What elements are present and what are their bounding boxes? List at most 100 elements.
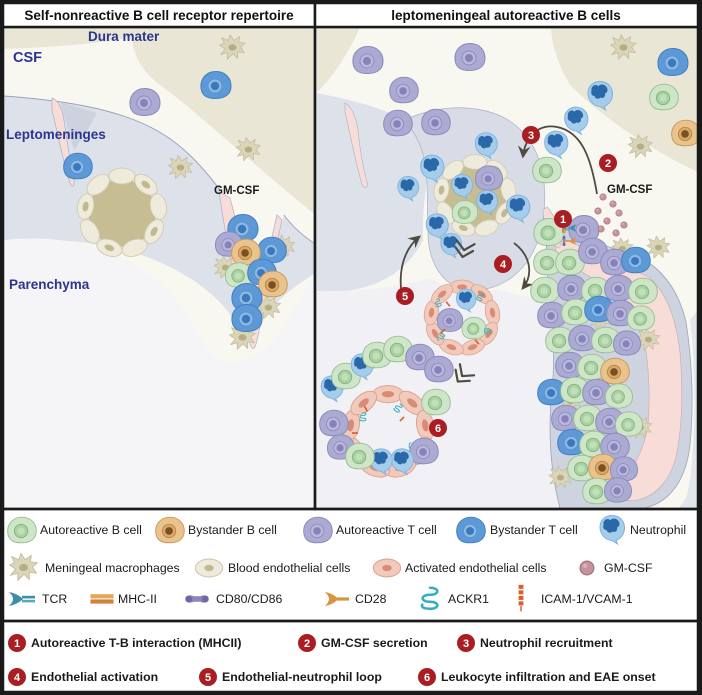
svg-text:4: 4: [14, 672, 21, 684]
autoreactive-b-cell: [614, 411, 643, 437]
right-dura-corner: [317, 27, 360, 92]
left-panel-title: Self-nonreactive B cell receptor reperto…: [24, 8, 294, 23]
step-badge-4: 4: [494, 255, 512, 273]
svg-text:2: 2: [304, 638, 310, 650]
step-key-5: 5: [199, 668, 217, 686]
autoreactive-b-cell: [604, 383, 633, 409]
bystander-t-cell: [657, 48, 689, 76]
legend-label: Activated endothelial cells: [405, 561, 547, 575]
autoreactive-t-cell: [129, 88, 161, 116]
autoreactive-t-cell: [352, 46, 384, 74]
bystander-t-cell: [621, 246, 651, 274]
icam1-vcam1-icon: [352, 432, 358, 434]
gm-csf-icon: [603, 217, 611, 225]
right-leptomeninges-region: [317, 93, 432, 292]
loop-arrow-right: [513, 242, 535, 290]
gm-csf-icon: [612, 229, 620, 237]
autoreactive-t-cell: [609, 456, 638, 482]
autoreactive-b-cell: [649, 83, 679, 111]
autoreactive-b-cell: [628, 277, 658, 305]
left-dura-mater-region: [131, 27, 315, 215]
step-badge-1: 1: [554, 210, 572, 228]
legend-label: ACKR1: [448, 592, 489, 606]
blood-endothelial-cell-icon: [194, 558, 224, 578]
region-label-csf: CSF: [13, 50, 42, 66]
meningeal-macrophage-icon: [8, 552, 39, 582]
autoreactive-t-cell: [474, 165, 503, 191]
legend-label: ICAM-1/VCAM-1: [541, 592, 633, 606]
right-pink-wedge-left: [344, 102, 368, 189]
left-panel-scene: Dura mater CSF Leptomeninges Parenchyma …: [4, 27, 315, 508]
autoreactive-b-cell: [345, 442, 375, 470]
autoreactive-t-cell: [319, 409, 349, 437]
left-parenchyma-region: [4, 238, 315, 508]
autoreactive-b-cell: [530, 276, 560, 304]
right-panel-scene: GM-CSF 1 2 3 4 5 6: [317, 27, 697, 508]
step-badge-3: 3: [522, 126, 540, 144]
gm-csf-icon: [620, 221, 628, 229]
right-panel-title: leptomeningeal autoreactive B cells: [391, 8, 621, 23]
step-badge-2: 2: [599, 154, 617, 172]
legend-label: Autoreactive B cell: [40, 523, 142, 537]
left-dura-corner: [4, 27, 160, 49]
autoreactive-t-cell: [603, 477, 632, 503]
autoreactive-b-cell: [451, 200, 479, 224]
autoreactive-b-cell-icon: [7, 516, 37, 544]
region-label-leptomeninges: Leptomeninges: [6, 127, 106, 142]
autoreactive-t-cell-icon: [303, 516, 333, 544]
autoreactive-b-cell: [532, 156, 562, 184]
bystander-t-cell-icon: [456, 516, 486, 544]
svg-text:6: 6: [424, 672, 430, 684]
svg-text:1: 1: [560, 214, 566, 226]
bystander-t-cell: [200, 71, 232, 99]
legend-label: Blood endothelial cells: [228, 561, 350, 575]
icam1-vcam1-icon: [518, 584, 524, 612]
legend-label: MHC-II: [118, 592, 157, 606]
gm-csf-icon: [597, 225, 605, 233]
step-badge-6: 6: [429, 419, 447, 437]
left-csf-boundary-line: [4, 95, 221, 191]
legend-label: GM-CSF: [604, 561, 653, 575]
svg-text:5: 5: [205, 672, 211, 684]
bystander-b-cell: [600, 357, 630, 385]
svg-text:5: 5: [402, 291, 408, 303]
svg-text:1: 1: [14, 638, 20, 650]
svg-text:3: 3: [528, 130, 534, 142]
step-badge-5: 5: [396, 287, 414, 305]
step-key-4: 4: [8, 668, 26, 686]
region-label-parenchyma: Parenchyma: [9, 277, 90, 292]
left-gmcsf-label: GM-CSF: [214, 185, 259, 197]
legend: Autoreactive B cell Bystander B cell Aut…: [7, 514, 686, 612]
legend-label: Meningeal macrophages: [45, 561, 180, 575]
step-key-label: Leukocyte infiltration and EAE onset: [441, 670, 656, 684]
legend-label: Bystander T cell: [490, 523, 578, 537]
autoreactive-t-cell: [612, 330, 641, 356]
autoreactive-t-cell: [436, 308, 464, 332]
left-gray-wedge: [60, 102, 97, 150]
autoreactive-b-cell: [461, 316, 487, 340]
gm-csf-icon: [609, 200, 617, 208]
ackr1-icon: [420, 586, 439, 611]
autoreactive-b-cell: [421, 388, 451, 416]
legend-label: Neutrophil: [630, 523, 686, 537]
right-gmcsf-label: GM-CSF: [607, 184, 652, 196]
gm-csf-icon: [599, 193, 607, 201]
autoreactive-b-cell: [626, 305, 655, 331]
svg-text:6: 6: [435, 423, 441, 435]
cd28-icon: [325, 592, 349, 606]
step-key-label: Neutrophil recruitment: [480, 636, 613, 650]
gm-csf-icon: [579, 560, 595, 576]
bystander-b-cell: [671, 119, 697, 147]
bystander-b-cell-icon: [155, 516, 185, 544]
step-key-label: Autoreactive T-B interaction (MHCII): [31, 636, 241, 650]
bystander-t-cell: [63, 152, 93, 180]
svg-text:3: 3: [463, 638, 469, 650]
svg-text:4: 4: [500, 259, 507, 271]
legend-label: CD80/CD86: [216, 592, 282, 606]
gm-csf-icon: [594, 207, 602, 215]
step-key-label: Endothelial-neutrophil loop: [222, 670, 382, 684]
right-edge-strip: [678, 311, 697, 508]
